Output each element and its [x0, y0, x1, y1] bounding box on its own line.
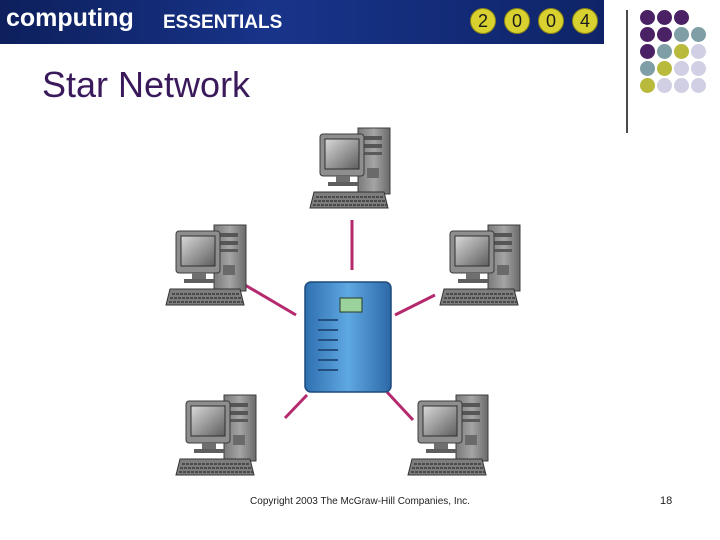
server-icon	[304, 281, 392, 393]
link-lower-left	[283, 393, 309, 420]
computer-icon-top	[309, 127, 391, 209]
decorative-dot	[691, 61, 706, 76]
decorative-dot	[640, 78, 655, 93]
decorative-divider	[626, 10, 628, 133]
link-lower-right	[385, 390, 415, 422]
decorative-dot	[657, 61, 672, 76]
product-text: ESSENTIALS	[163, 12, 283, 33]
decorative-dot	[691, 10, 706, 25]
computer-icon-upper-left	[165, 224, 247, 306]
slide-title: Star Network	[42, 64, 251, 105]
decorative-dot	[691, 78, 706, 93]
page-number: 18	[660, 495, 673, 507]
computer-icon-lower-right	[407, 394, 489, 476]
decorative-dot	[640, 61, 655, 76]
year-digit: 0	[538, 8, 564, 34]
decorative-dot	[691, 44, 706, 59]
decorative-dot	[674, 78, 689, 93]
decorative-dot	[674, 61, 689, 76]
network-links	[244, 220, 436, 422]
star-network-diagram	[165, 127, 521, 476]
year-digit: 2	[470, 8, 496, 34]
decorative-dot	[657, 27, 672, 42]
year-digit: 4	[572, 8, 598, 34]
copyright-text: Copyright 2003 The McGraw-Hill Companies…	[250, 496, 470, 507]
link-upper-right	[394, 293, 436, 317]
decorative-dot	[640, 10, 655, 25]
decorative-dot	[657, 44, 672, 59]
decorative-dot	[657, 10, 672, 25]
year-digit: 0	[504, 8, 530, 34]
decorative-dot	[640, 44, 655, 59]
link-upper-left	[244, 283, 297, 317]
decorative-dot	[674, 44, 689, 59]
decorative-dot	[657, 78, 672, 93]
header-banner: computing ESSENTIALS 2 0 0 4	[0, 0, 604, 44]
computer-icon-upper-right	[439, 224, 521, 306]
brand-text: computing	[6, 4, 134, 32]
decorative-dot	[691, 27, 706, 42]
decorative-dot	[674, 27, 689, 42]
decorative-dot	[674, 10, 689, 25]
decorative-dot	[640, 27, 655, 42]
computer-icon-lower-left	[175, 394, 257, 476]
year-badges: 2 0 0 4	[470, 8, 598, 34]
decorative-dot-grid	[640, 10, 706, 93]
